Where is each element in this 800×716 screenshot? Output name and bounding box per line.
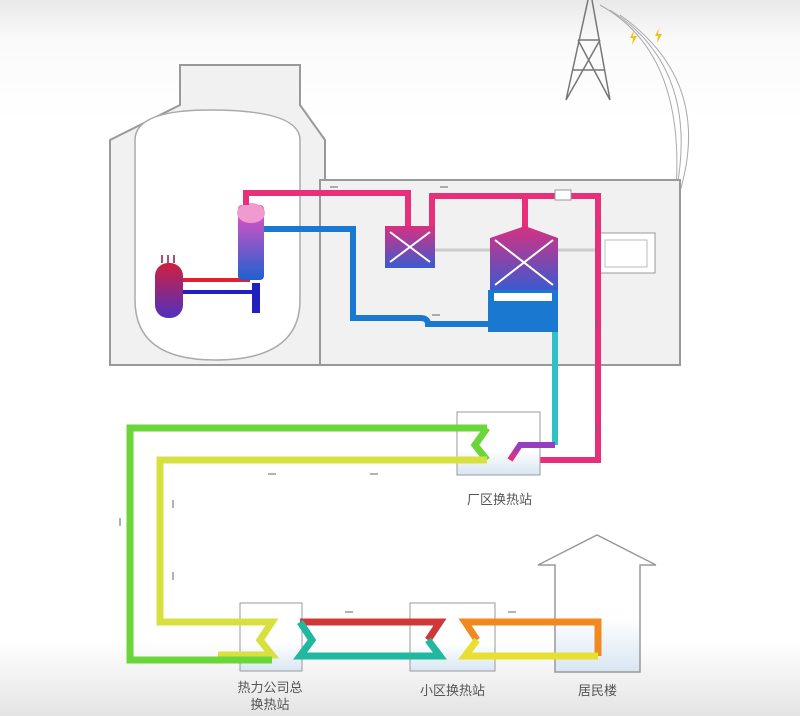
company-station-label-line2: 换热站 xyxy=(250,698,290,713)
flow-arrow-icon xyxy=(119,186,597,613)
lp-turbine-icon xyxy=(490,226,558,290)
reactor-vessel-icon xyxy=(155,263,183,318)
residential-building-icon xyxy=(537,534,657,673)
city-supply-loop xyxy=(126,424,490,664)
company-station-label-line1: 热力公司总 xyxy=(237,681,303,696)
residential-supply-loop xyxy=(458,618,602,656)
district-return-loop xyxy=(293,620,447,660)
containment-dome xyxy=(134,109,301,361)
lightning-icon xyxy=(630,28,662,45)
residential-label: 居民楼 xyxy=(577,684,617,699)
district-supply-loop xyxy=(300,618,447,642)
feedwater-pipe xyxy=(264,226,490,327)
steam-generator-icon xyxy=(238,205,264,280)
steam-pipe xyxy=(243,190,601,463)
plant-station-label: 厂区换热站 xyxy=(466,493,532,508)
company-station-label: 热力公司总 换热站 xyxy=(225,680,315,714)
community-heat-exchanger xyxy=(409,602,496,672)
city-return-loop xyxy=(156,456,487,659)
community-station-label: 小区换热站 xyxy=(419,684,485,699)
residential-return-loop xyxy=(458,637,598,660)
